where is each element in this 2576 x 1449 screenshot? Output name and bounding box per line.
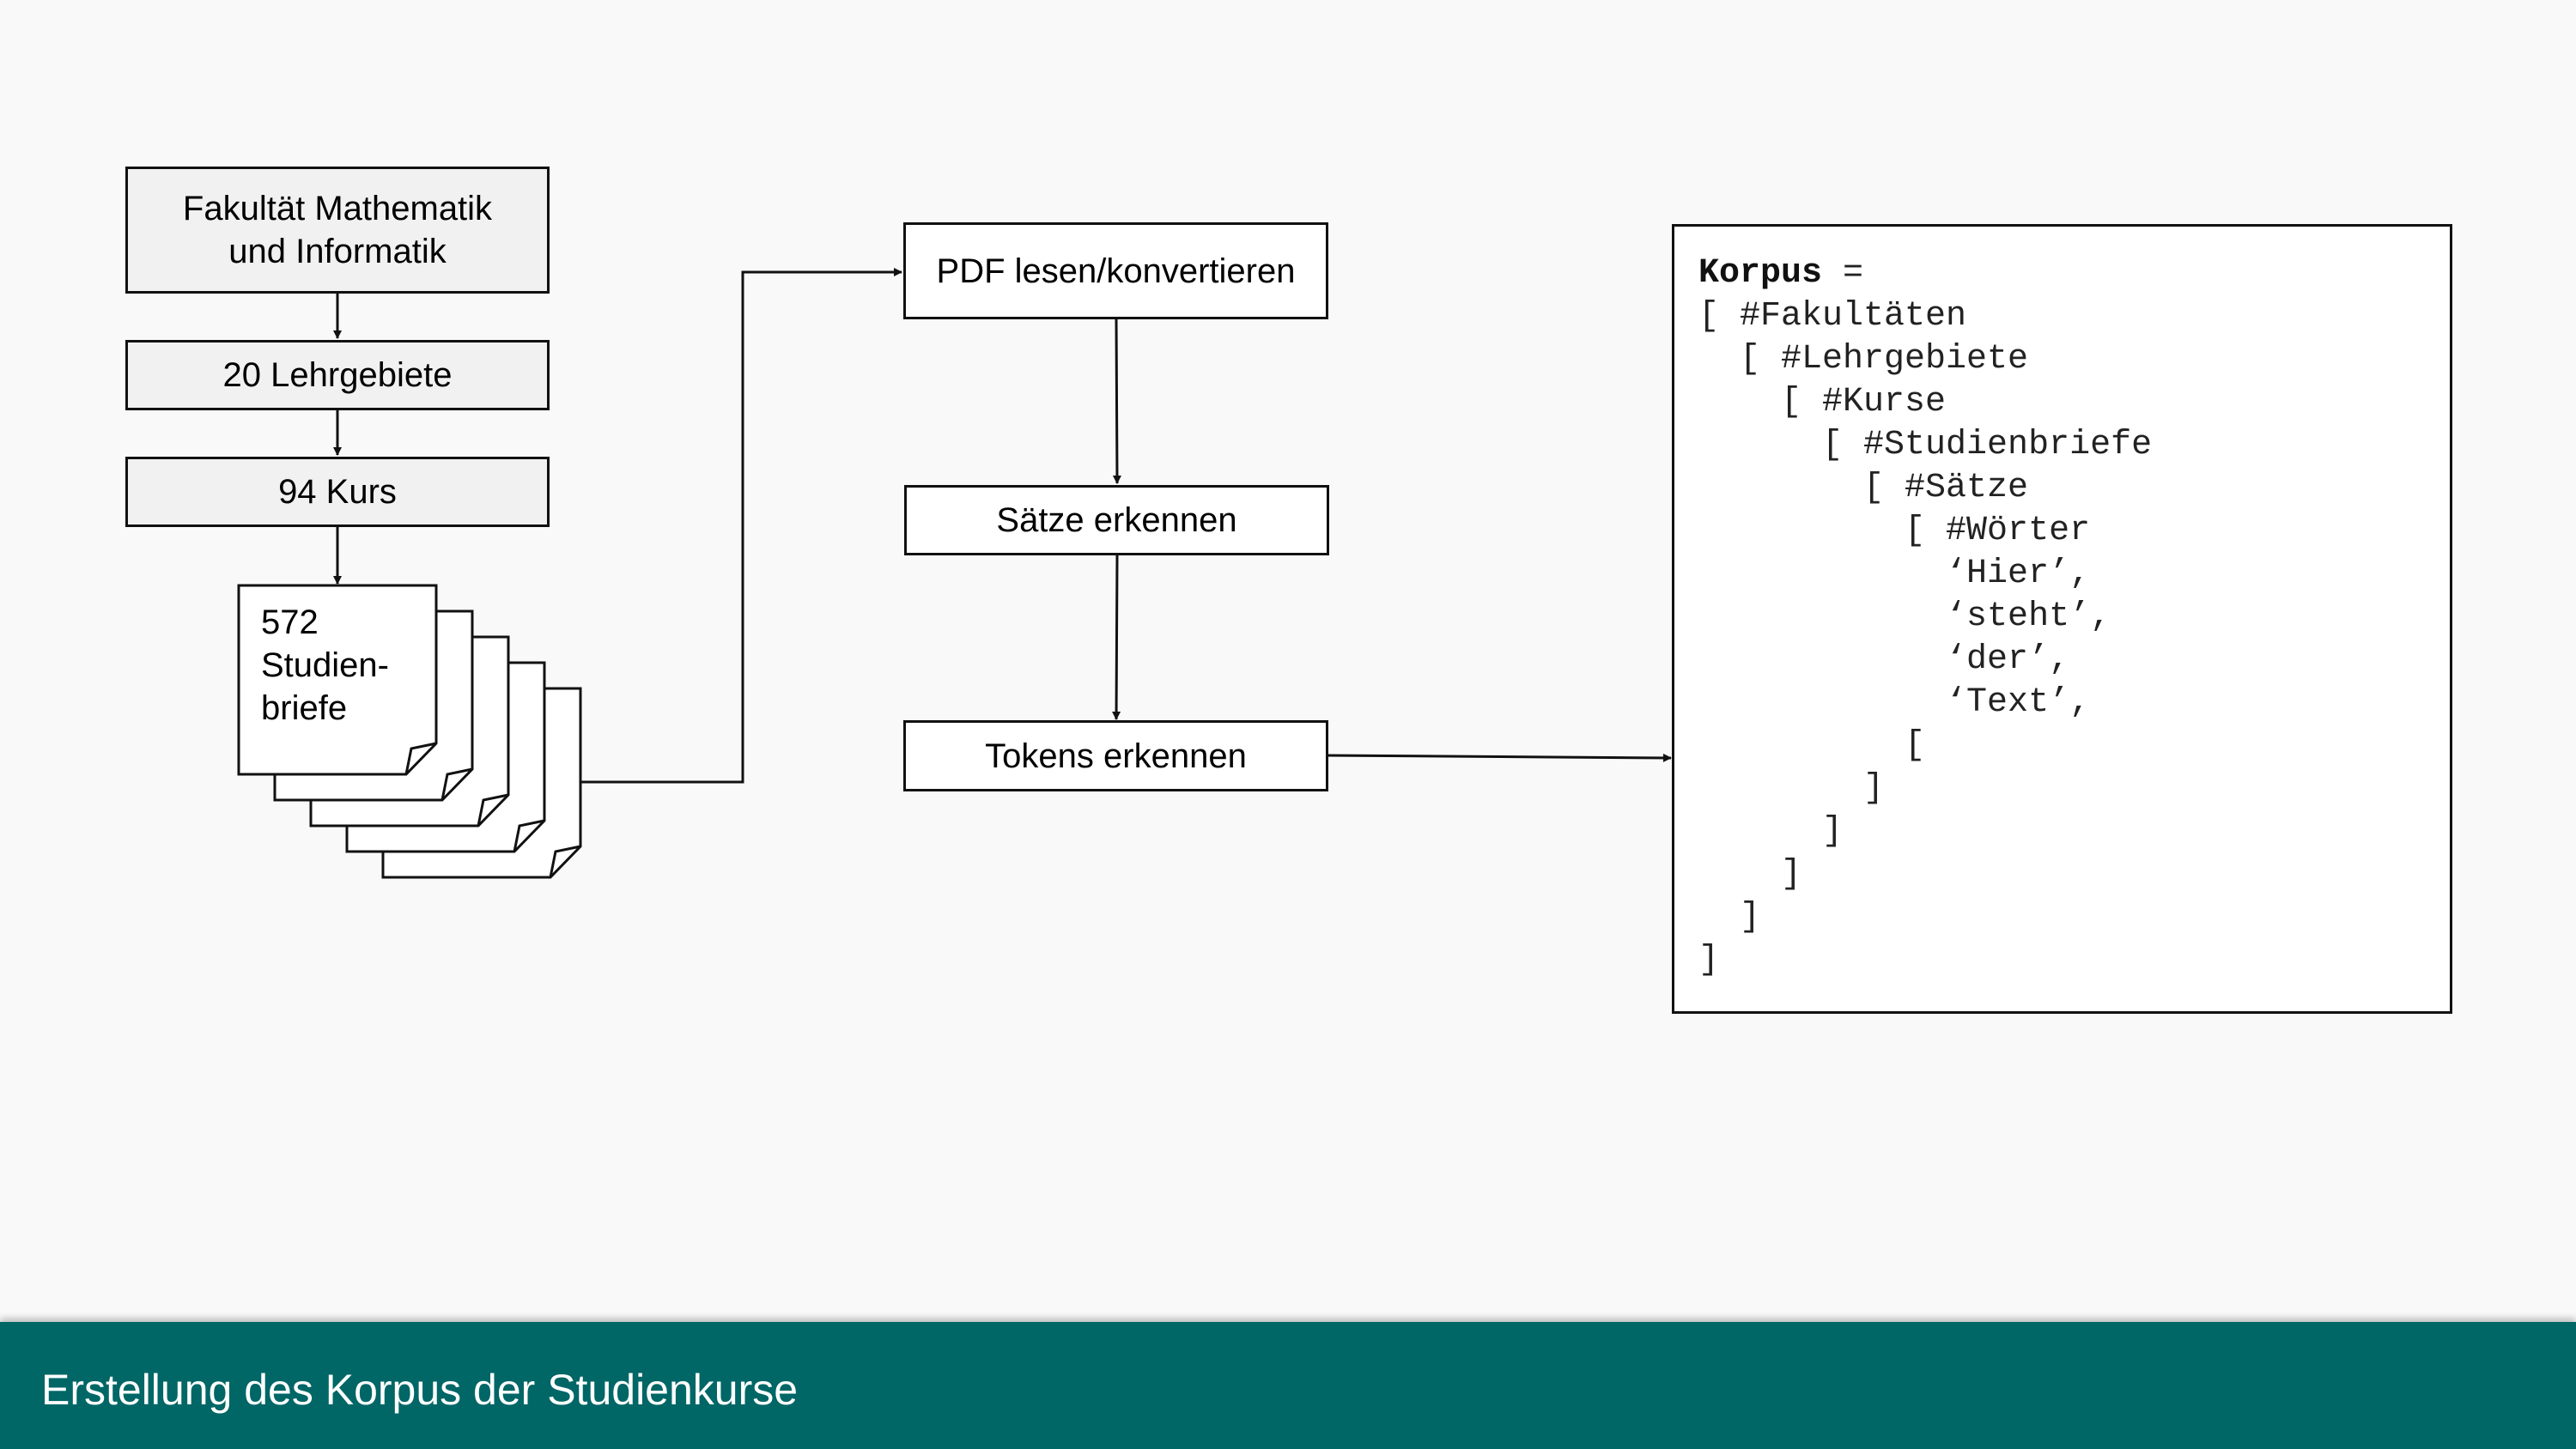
faculty-box-line1: Fakultät Mathematik — [182, 190, 493, 227]
arrow-tokens-to-korpus — [1326, 753, 1672, 762]
diagram-canvas — [237, 268, 1672, 879]
korpus-line: ] — [1698, 769, 1885, 808]
sentences-box: Sätze erkennen — [904, 485, 1329, 555]
arrow-sentences-to-tokens — [1112, 555, 1121, 720]
korpus-line: ] — [1698, 812, 1844, 851]
document-sheet-front — [237, 584, 438, 776]
korpus-line: [ #Kurse — [1698, 383, 1947, 421]
documents-label: 572 Studien- briefe — [261, 601, 433, 730]
korpus-line: ] — [1698, 898, 1761, 937]
faculty-box-line2: und Informatik — [228, 233, 447, 270]
korpus-box: Korpus = [ #Fakultäten [ #Lehrgebiete [ … — [1672, 224, 2452, 1014]
arrow-documents-to-pdf — [580, 268, 902, 784]
korpus-line: [ #Studienbriefe — [1698, 426, 2153, 464]
korpus-line: [ #Wörter — [1698, 512, 2091, 550]
documents-count: 572 — [261, 603, 319, 641]
footer-bar: Erstellung des Korpus der Studienkurse — [0, 1322, 2576, 1449]
korpus-line: ‘der’, — [1698, 640, 2070, 679]
courses-box-label: 94 Kurs — [278, 473, 397, 511]
korpus-line: ‘Hier’, — [1698, 555, 2091, 593]
sentences-box-label: Sätze erkennen — [996, 501, 1237, 539]
korpus-keyword: Korpus — [1698, 254, 1823, 293]
documents-label-line3: briefe — [261, 689, 348, 727]
korpus-line: ] — [1698, 855, 1802, 894]
korpus-line: ‘steht’, — [1698, 597, 2111, 636]
korpus-line: = — [1822, 254, 1864, 293]
korpus-line: [ #Lehrgebiete — [1698, 340, 2029, 379]
faculty-box: Fakultät Mathematik und Informatik — [125, 167, 550, 294]
korpus-line: ] — [1698, 941, 1720, 979]
tokens-box: Tokens erkennen — [903, 720, 1328, 791]
courses-box: 94 Kurs — [125, 457, 550, 527]
footer-title: Erstellung des Korpus der Studienkurse — [41, 1366, 799, 1414]
pdf-box-label: PDF lesen/konvertieren — [936, 252, 1296, 290]
korpus-line: [ — [1698, 726, 1926, 765]
korpus-code: Korpus = [ #Fakultäten [ #Lehrgebiete [ … — [1698, 252, 2152, 982]
pdf-box: PDF lesen/konvertieren — [903, 222, 1328, 319]
korpus-line: [ #Sätze — [1698, 469, 2029, 507]
arrow-pdf-to-sentences — [1112, 318, 1121, 484]
korpus-line: [ #Fakultäten — [1698, 297, 1967, 336]
subjects-box-label: 20 Lehrgebiete — [222, 356, 453, 394]
korpus-line: ‘Text’, — [1698, 683, 2091, 722]
document-stack — [237, 584, 582, 879]
documents-label-line2: Studien- — [261, 646, 389, 684]
tokens-box-label: Tokens erkennen — [985, 737, 1247, 775]
subjects-box: 20 Lehrgebiete — [125, 340, 550, 410]
